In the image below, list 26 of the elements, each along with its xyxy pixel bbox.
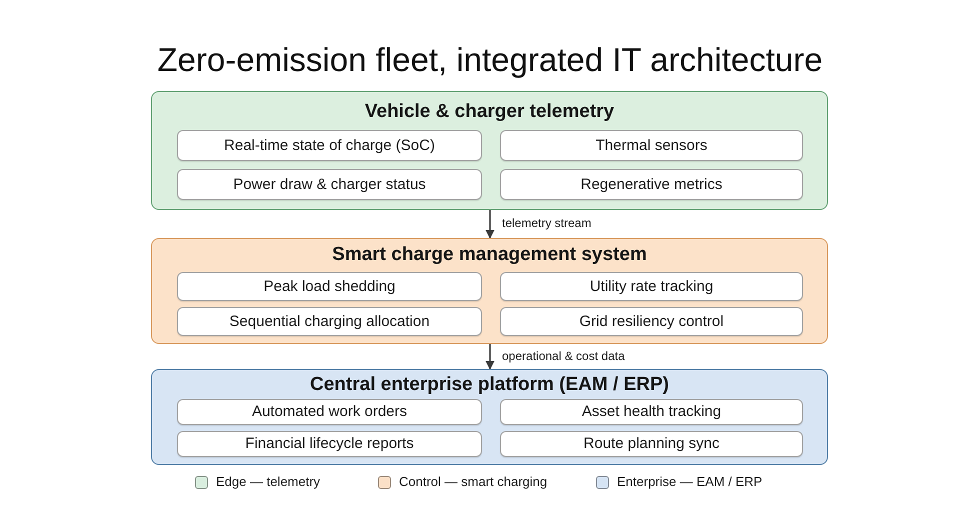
diagram-title: Zero-emission fleet, integrated IT architecture <box>157 40 823 80</box>
feature-box: Sequential charging allocation <box>177 307 482 336</box>
layer-panel <box>151 238 828 344</box>
feature-box: Asset health tracking <box>500 399 803 425</box>
feature-box: Financial lifecycle reports <box>177 431 482 457</box>
edge-label: telemetry stream <box>500 216 594 230</box>
legend-label: Enterprise — EAM / ERP <box>617 474 762 490</box>
legend-label: Edge — telemetry <box>216 474 320 490</box>
feature-box: Power draw & charger status <box>177 169 482 200</box>
feature-box: Utility rate tracking <box>500 272 803 301</box>
feature-box: Route planning sync <box>500 431 803 457</box>
arrow <box>486 210 494 239</box>
feature-box: Regenerative metrics <box>500 169 803 200</box>
layer-panel <box>151 91 828 210</box>
panel-title: Smart charge management system <box>332 244 647 266</box>
panel-title: Central enterprise platform (EAM / ERP) <box>310 374 669 396</box>
feature-box: Real-time state of charge (SoC) <box>177 130 482 161</box>
layer-panel <box>151 369 828 465</box>
panel-title: Vehicle & charger telemetry <box>364 101 614 123</box>
feature-box: Peak load shedding <box>177 272 482 301</box>
feature-box: Grid resiliency control <box>500 307 803 336</box>
feature-box: Automated work orders <box>177 399 482 425</box>
edge-label: operational & cost data <box>500 348 627 362</box>
legend-label: Control — smart charging <box>399 474 548 490</box>
arrow <box>486 344 494 370</box>
feature-box: Thermal sensors <box>500 130 803 161</box>
